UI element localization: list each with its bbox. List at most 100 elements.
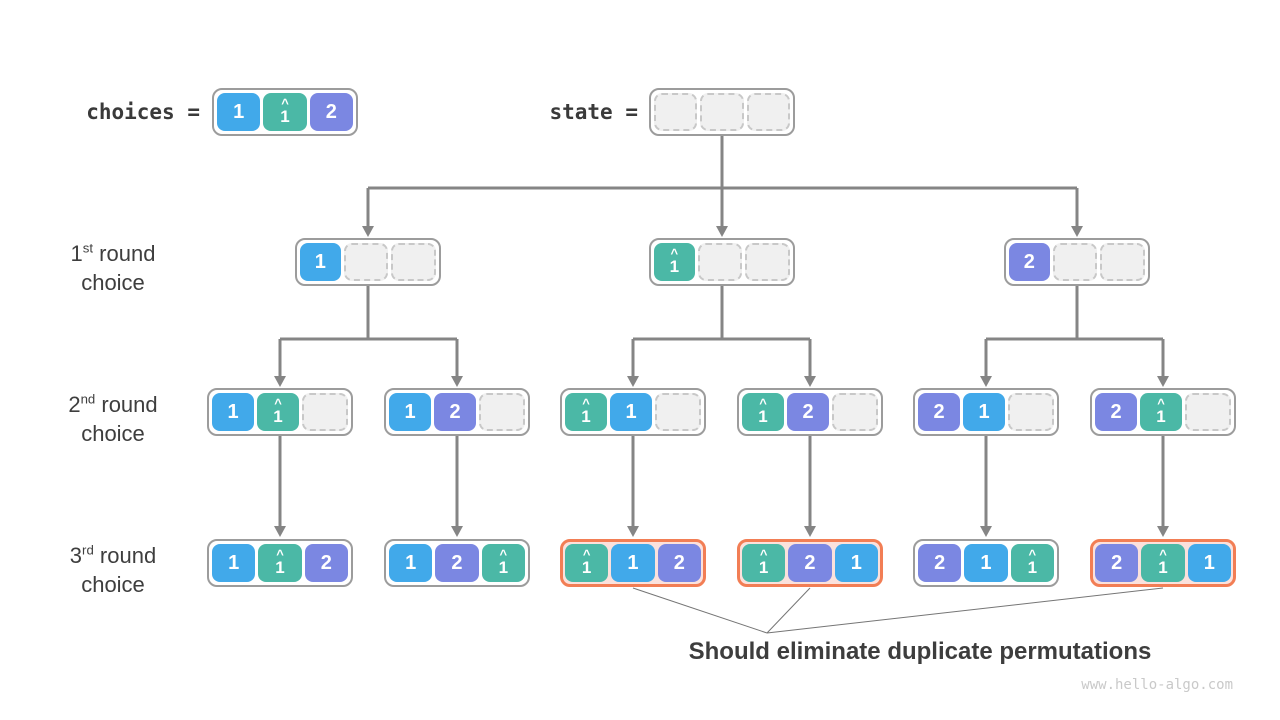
cell-value-2: 2: [657, 544, 701, 582]
cell-value-1: 1: [389, 393, 431, 431]
cell-value-1-hat: ^1: [742, 544, 786, 582]
cell-value-1-hat: ^1: [481, 544, 525, 582]
empty-cell: [654, 93, 698, 131]
cell-value-1: 1: [389, 544, 433, 582]
empty-cell: [746, 93, 790, 131]
duplicate-permutations-note: Should eliminate duplicate permutations: [688, 638, 1152, 665]
round-2-number: 2: [68, 392, 81, 418]
cell-value-1: 1: [212, 393, 254, 431]
hat-mark: ^: [276, 546, 284, 562]
empty-cell: [1052, 243, 1098, 281]
empty-cell: [343, 243, 389, 281]
state-label: state =: [549, 100, 638, 124]
cell-value-1: 1: [610, 393, 652, 431]
digit: 1: [273, 406, 283, 426]
digit: 1: [1027, 557, 1038, 577]
round-1-number: 1: [70, 241, 83, 267]
cell-value-2: 2: [788, 544, 832, 582]
round-3-text-line2: choice: [81, 572, 145, 598]
cell-value-2: 2: [435, 544, 479, 582]
cell-value-1-hat: ^1: [1010, 544, 1054, 582]
digit: 1: [581, 406, 591, 426]
empty-cell: [1185, 393, 1231, 431]
choices-label: choices =: [86, 100, 200, 124]
round-3-label: 3rd round choice: [28, 536, 198, 599]
cell-value-1: 1: [1187, 544, 1231, 582]
round-3-text: round: [99, 543, 157, 569]
digit: 1: [669, 256, 680, 276]
tree-box-r1-3: 2: [1004, 238, 1150, 286]
tree-box-r2-6: 2^1: [1090, 388, 1236, 436]
hat-mark: ^: [582, 395, 590, 411]
round-1-text: round: [99, 241, 156, 267]
cell-value-2: 2: [1095, 544, 1139, 582]
cell-value-1-hat: ^1: [565, 544, 609, 582]
round-2-text: round: [101, 392, 158, 418]
round-2-ordinal-suffix: nd: [80, 392, 96, 407]
hat-mark: ^: [1159, 546, 1167, 562]
round-3-ordinal-suffix: rd: [82, 543, 94, 558]
cell-value-2: 2: [1009, 243, 1050, 281]
cell-value-1-hat: ^1: [257, 393, 299, 431]
cell-value-1: 1: [834, 544, 878, 582]
cell-value-1-hat: ^1: [1140, 393, 1182, 431]
cell-value-1-hat: ^1: [258, 544, 302, 582]
cell-value-1: 1: [300, 243, 341, 281]
state-box: [649, 88, 795, 136]
empty-cell: [832, 393, 878, 431]
empty-cell: [391, 243, 437, 281]
round-1-ordinal-suffix: st: [82, 241, 94, 256]
cell-value-1-hat: ^1: [1141, 544, 1185, 582]
empty-cell: [479, 393, 525, 431]
cell-value-2: 2: [918, 393, 960, 431]
empty-cell: [700, 93, 744, 131]
cell-value-2: 2: [1095, 393, 1137, 431]
round-3-number: 3: [69, 543, 83, 569]
cell-value-1-hat: ^1: [742, 393, 784, 431]
cell-value-1: 1: [212, 544, 256, 582]
hat-mark: ^: [759, 395, 767, 411]
tree-box-r2-1: 1^1: [207, 388, 353, 436]
cell-value-1: 1: [217, 93, 261, 131]
digit: 1: [1158, 557, 1168, 577]
cell-value-2: 2: [787, 393, 829, 431]
digit: 1: [498, 557, 509, 577]
cell-value-2: 2: [918, 544, 962, 582]
digit: 1: [280, 106, 290, 126]
cell-value-1-hat: ^1: [565, 393, 607, 431]
hat-mark: ^: [1028, 546, 1037, 562]
cell-value-1: 1: [611, 544, 655, 582]
round-1-text-line2: choice: [81, 270, 145, 296]
cell-value-1-hat: ^1: [654, 243, 695, 281]
hat-mark: ^: [670, 245, 679, 261]
cell-value-2: 2: [304, 544, 348, 582]
cell-value-1: 1: [964, 544, 1008, 582]
empty-cell: [1008, 393, 1054, 431]
hat-mark: ^: [499, 546, 508, 562]
cell-value-2: 2: [434, 393, 476, 431]
empty-cell: [745, 243, 791, 281]
hat-mark: ^: [582, 546, 591, 562]
round-1-label: 1st round choice: [28, 234, 198, 297]
watermark: www.hello-algo.com: [1081, 677, 1233, 693]
round-2-label: 2nd round choice: [28, 385, 198, 448]
digit: 1: [758, 557, 769, 577]
empty-cell: [697, 243, 743, 281]
tree-box-r1-2: ^1: [649, 238, 795, 286]
round-2-text-line2: choice: [81, 421, 145, 447]
empty-cell: [302, 393, 348, 431]
hat-mark: ^: [281, 95, 289, 111]
digit: 1: [581, 557, 592, 577]
empty-cell: [1100, 243, 1146, 281]
